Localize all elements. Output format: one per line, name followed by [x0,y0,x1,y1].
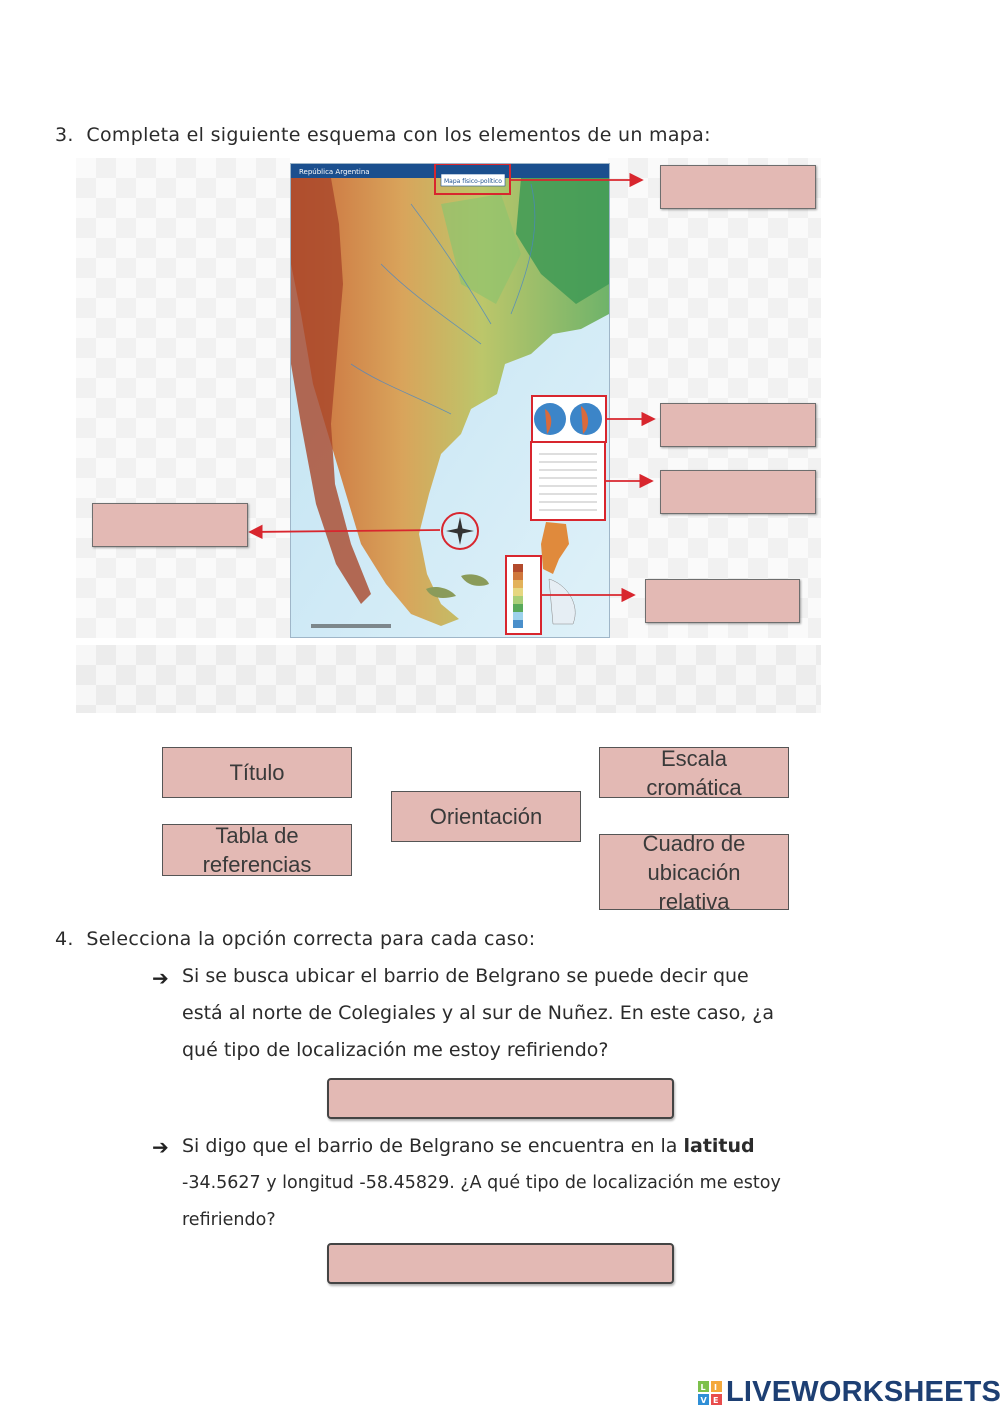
svg-text:I: I [714,1383,717,1392]
transparency-pattern-bottom [76,645,821,713]
svg-text:E: E [713,1396,718,1405]
tile-cuadro-line2: ubicación [647,859,741,885]
brand-name: LIVEWORKSHEETS [726,1376,1000,1408]
liveworksheets-logo: L I V E LIVEWORKSHEETS [698,1376,1000,1409]
question-3-heading: 3. Completa el siguiente esquema con los… [55,124,711,146]
item-1-line2: está al norte de Colegiales y al sur de … [182,1002,775,1024]
tile-titulo-label: Título [229,760,285,785]
bullet-arrow-icon: ➔ [152,1135,169,1159]
tile-titulo[interactable]: Título [162,747,352,798]
item-2-line3: refiriendo? [182,1210,276,1230]
title-highlight-box [434,164,511,195]
question-number: 4. [55,928,74,950]
answer-select-2[interactable] [327,1243,674,1284]
map-label-text: Mapa físico-político [444,178,502,185]
answer-select-1[interactable] [327,1078,674,1119]
drop-target-chromatic-scale[interactable] [645,579,800,623]
map-label-box [440,173,506,187]
item-1-line3: qué tipo de localización me estoy refiri… [182,1039,609,1061]
tile-cuadro-line3: relativa [658,888,730,910]
item-2-text: Si digo que el barrio de Belgrano se enc… [182,1128,882,1239]
item-1-text: Si se busca ubicar el barrio de Belgrano… [182,958,882,1069]
tile-escala-line1: Escala [660,747,728,771]
item-2-line2: -34.5627 y longitud -58.45829. ¿A qué ti… [182,1173,781,1193]
transparency-pattern-left [76,158,290,638]
tile-orientacion[interactable]: Orientación [391,791,581,842]
item-2-line1-bold: latitud [683,1135,755,1157]
compass-highlight [441,512,479,550]
tile-orientacion-label: Orientación [429,804,543,829]
drop-target-title[interactable] [660,165,816,209]
drop-target-location-inset[interactable] [660,403,816,447]
question-prompt: Completa el siguiente esquema con los el… [86,124,711,146]
item-2-line1: Si digo que el barrio de Belgrano se enc… [182,1128,882,1165]
item-1-line1: Si se busca ubicar el barrio de Belgrano… [182,965,749,987]
item-2-line1-start: Si digo que el barrio de Belgrano se enc… [182,1135,684,1157]
question-4-heading: 4. Selecciona la opción correcta para ca… [55,928,536,950]
question-number: 3. [55,124,74,146]
references-table-highlight [530,441,606,521]
tile-cuadro-line1: Cuadro de [642,834,746,856]
drop-target-references[interactable] [660,470,816,514]
tile-escala-line2: cromática [646,774,742,798]
tile-tabla-line2: referencias [202,852,312,876]
question-prompt: Selecciona la opción correcta para cada … [86,928,536,950]
chromatic-scale-highlight [505,555,542,635]
svg-text:V: V [701,1396,708,1405]
bullet-arrow-icon: ➔ [152,966,169,990]
tile-escala-cromatica[interactable]: Escala cromática [599,747,789,798]
transparency-pattern-right [608,158,821,638]
svg-text:L: L [701,1383,706,1392]
argentina-map-image: República Argentina Mapa físico-político [290,163,610,638]
drop-target-orientation[interactable] [92,503,248,547]
liveworksheets-icon: L I V E [698,1380,722,1405]
map-title-strip: República Argentina [299,168,370,176]
tile-tabla-line1: Tabla de [215,824,299,848]
tile-cuadro-ubicacion-relativa[interactable]: Cuadro de ubicación relativa [599,834,789,910]
tile-tabla-de-referencias[interactable]: Tabla de referencias [162,824,352,876]
